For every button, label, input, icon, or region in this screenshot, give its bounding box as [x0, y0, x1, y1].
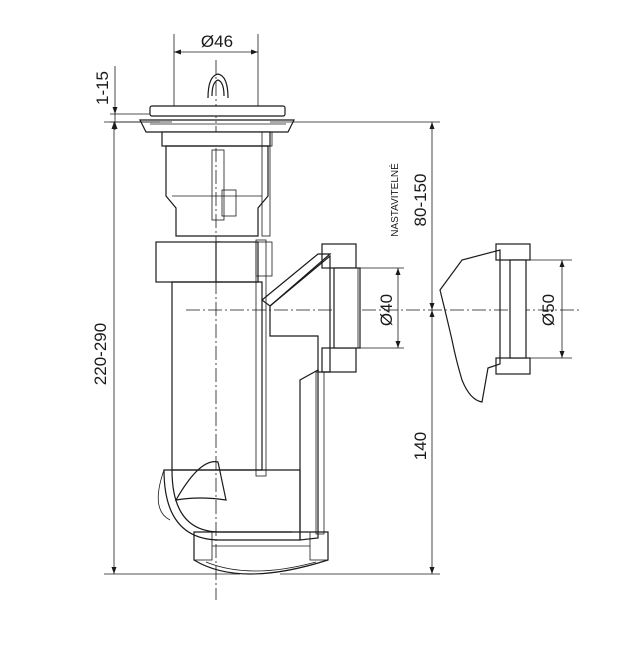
outlet-riser [261, 253, 332, 541]
label-adjustable-height: 80-150 [411, 174, 430, 227]
label-lower-height: 140 [411, 432, 430, 460]
drain-grate [139, 73, 295, 147]
dimension-outlet-diameter: Ø40 [360, 267, 404, 349]
dimension-top-diameter: Ø46 [173, 32, 259, 112]
label-total-height: 220-290 [91, 323, 110, 385]
outlet-connector [321, 243, 361, 373]
upper-tube [165, 145, 271, 237]
dimension-right-heights: 80-150 NASTAVITELNÉ 140 [270, 121, 440, 575]
label-alt-outlet-diameter: Ø50 [539, 294, 558, 326]
alternative-outlet-detail: Ø50 [439, 243, 572, 403]
dimension-total-height: 220-290 [91, 121, 240, 575]
label-outlet-diameter: Ø40 [377, 294, 396, 326]
u-bend [157, 461, 301, 541]
label-top-diameter: Ø46 [201, 32, 233, 51]
knurled-nut [155, 241, 259, 283]
bottom-cap [193, 531, 329, 575]
label-top-gap: 1-15 [93, 71, 112, 105]
siphon-body: Ø40 [139, 73, 404, 575]
label-adjustable-note: NASTAVITELNÉ [388, 163, 401, 237]
